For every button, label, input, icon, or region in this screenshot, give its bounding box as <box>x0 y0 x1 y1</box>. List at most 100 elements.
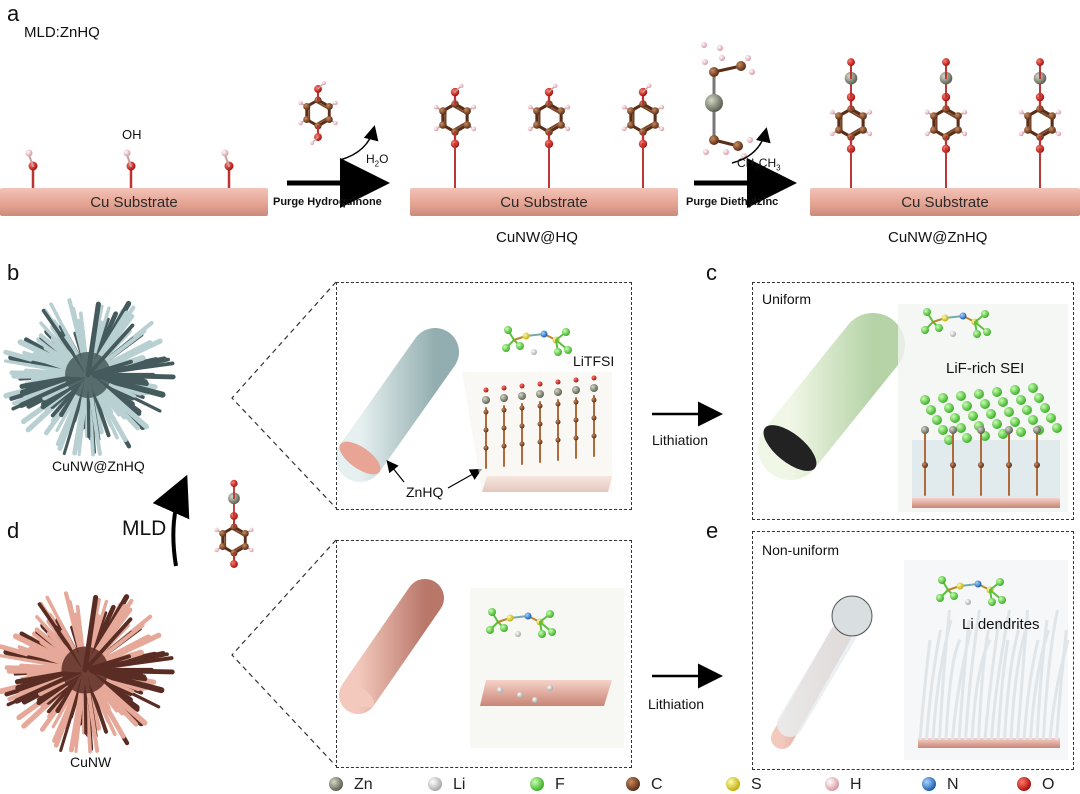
product-znhq-label: CuNW@ZnHQ <box>888 229 988 246</box>
carbon-atom <box>651 121 659 129</box>
fluorine-atom <box>921 326 929 334</box>
hydrogen-atom <box>829 131 835 137</box>
carbon-atom <box>463 121 471 129</box>
nitrogen-atom <box>959 312 967 320</box>
panel-letter-b: b <box>7 260 20 285</box>
ball-core <box>61 646 109 694</box>
hydrogen-atom <box>249 527 254 533</box>
cu-substrate-hq: Cu Substrate <box>410 188 678 216</box>
lithium-atom <box>950 331 956 337</box>
carbon-atom <box>709 67 719 77</box>
oxygen-atom <box>591 375 597 381</box>
hydrogen-atom <box>214 547 219 553</box>
litfsi-molecule <box>502 326 572 356</box>
hydrogen-atom <box>249 547 254 553</box>
li-dendrite <box>996 639 1010 741</box>
carbon-atom <box>325 115 333 124</box>
hydrogen-atom <box>433 104 439 110</box>
hydroquinone-molecule <box>1018 58 1062 189</box>
zinc-atom <box>949 426 957 434</box>
hydrogen-atom <box>745 55 751 61</box>
oxygen-atom <box>537 381 543 387</box>
legend-swatch-li <box>428 777 442 791</box>
carbon-atom <box>519 441 525 447</box>
znhq-label: ZnHQ <box>406 484 444 500</box>
hydrogen-atom <box>298 100 303 106</box>
carbon-atom <box>533 121 541 129</box>
fluorine-atom <box>981 310 989 318</box>
fluorine-atom <box>956 423 966 433</box>
carbon-atom <box>651 107 659 115</box>
fluorine-atom <box>1016 427 1026 437</box>
fluorine-atom <box>998 596 1006 604</box>
carbon-atom <box>1048 126 1056 134</box>
oxygen-atom <box>847 58 855 67</box>
fluorine-atom <box>504 326 512 334</box>
hydrogen-atom <box>924 131 930 137</box>
lithium-atom <box>965 599 971 605</box>
rod-end <box>339 441 381 475</box>
fluorine-atom <box>944 403 954 413</box>
carbon-atom <box>303 102 311 111</box>
carbon-atom <box>519 405 525 411</box>
zinc-atom <box>572 386 580 394</box>
nanowire-ball-cunw <box>0 591 175 754</box>
hydrogen-atom <box>553 83 558 89</box>
copper-slab <box>918 738 1060 748</box>
hydrogen-atom <box>298 120 303 126</box>
hydrogen-atom <box>471 104 477 110</box>
carbon-atom <box>736 61 746 71</box>
substrate-label: Cu Substrate <box>90 194 178 211</box>
hydrogen-atom <box>214 527 219 533</box>
oxygen-atom <box>555 379 561 385</box>
hydrogen-atom <box>1056 131 1062 137</box>
rod-body <box>339 579 444 714</box>
hydrogen-atom <box>333 100 338 106</box>
fluorine-atom <box>1028 383 1038 393</box>
oxygen-atom <box>483 387 489 393</box>
carbon-atom <box>591 415 597 421</box>
zoom-box-bare <box>336 540 632 768</box>
carbon-atom <box>859 126 867 134</box>
fluorine-atom <box>938 425 948 435</box>
hydrogen-atom <box>123 149 131 157</box>
fluorine-atom <box>968 411 978 421</box>
carbon-atom <box>501 443 507 449</box>
zinc-atom <box>1005 426 1013 434</box>
hydrogen-atom <box>527 126 533 132</box>
nanowire-ball-znhq <box>3 298 176 457</box>
lithium-atom <box>517 692 523 698</box>
fluorine-atom <box>974 389 984 399</box>
hydrogen-atom <box>221 149 229 157</box>
hydrogen-atom <box>433 126 439 132</box>
sei-label: LiF-rich SEI <box>946 360 1025 377</box>
li-dendrite <box>938 609 951 741</box>
hydrogen-atom <box>647 83 652 89</box>
li-dendrite <box>1022 639 1040 741</box>
fluorine-atom <box>1010 385 1020 395</box>
fluorine-atom <box>500 624 508 632</box>
carbon-atom <box>519 423 525 429</box>
li-dendrite <box>1016 609 1029 741</box>
uniform-lithiated-nanowire <box>758 313 905 480</box>
fluorine-atom <box>962 401 972 411</box>
carbon-atom <box>859 112 867 120</box>
rod-body <box>336 328 459 482</box>
carbon-atom <box>573 435 579 441</box>
carbon-atom <box>1024 126 1032 134</box>
hydrogen-atom <box>621 126 627 132</box>
carbon-atom <box>533 107 541 115</box>
ball-core <box>65 352 111 398</box>
fluorine-atom <box>1034 393 1044 403</box>
legend-swatch-h <box>825 777 839 791</box>
zinc-atom <box>536 390 544 398</box>
li-dendrite <box>983 619 1001 741</box>
nitrogen-atom <box>974 580 982 588</box>
lithium-atom <box>531 349 537 355</box>
carbon-atom <box>483 409 489 415</box>
fluorine-atom <box>516 342 524 350</box>
fluorine-atom <box>920 395 930 405</box>
hydroxyl-label: OH <box>122 127 142 142</box>
li-dendrite <box>1035 619 1049 741</box>
